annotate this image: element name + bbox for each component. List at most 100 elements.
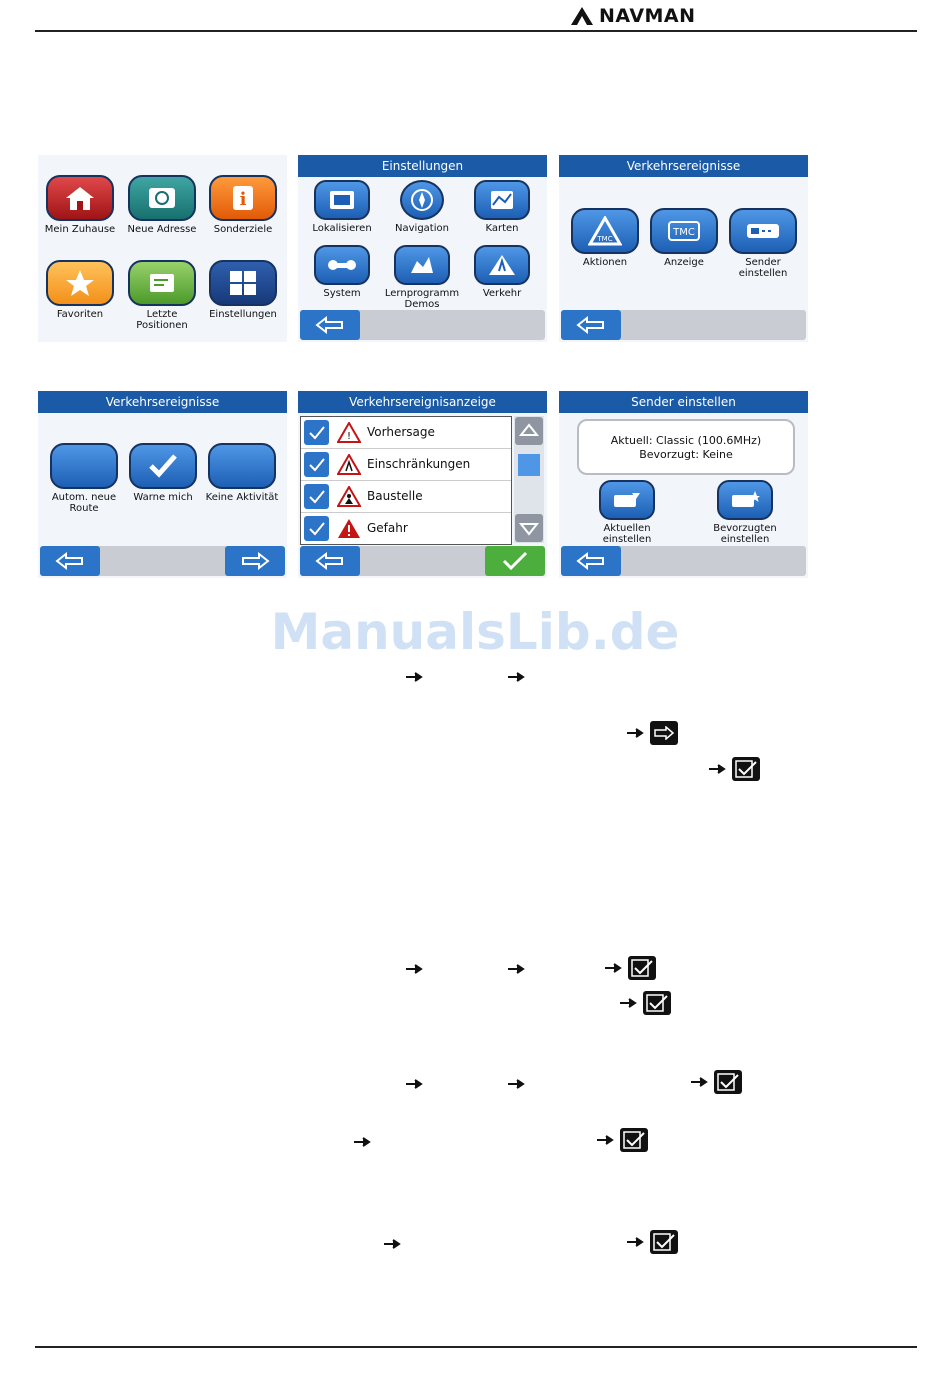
back-button[interactable] <box>40 546 100 576</box>
tile-label: Neue Adresse <box>127 224 197 235</box>
demo-icon <box>394 245 450 285</box>
confirm-instruction <box>596 1128 648 1152</box>
screen-title: Verkehrsereignisse <box>559 155 808 177</box>
watermark: ManualsLib.de <box>270 603 680 661</box>
tile-verkehr[interactable]: Verkehr <box>462 245 542 299</box>
back-button[interactable] <box>300 310 360 340</box>
tile-aktionen[interactable]: TMC Aktionen <box>565 208 645 268</box>
no-action-button-icon <box>208 443 276 489</box>
tile-sender-einstellen[interactable]: Sender einstellen <box>723 208 803 279</box>
checkbox[interactable] <box>304 452 329 477</box>
compass-icon <box>400 180 444 220</box>
tile-label: Einstellungen <box>209 309 277 320</box>
back-button[interactable] <box>300 546 360 576</box>
tile-bevorzugten-einstellen[interactable]: Bevorzugten einstellen <box>705 480 785 545</box>
arrow-icon <box>508 1079 525 1089</box>
tile-label: Aktionen <box>582 257 628 268</box>
scroll-thumb[interactable] <box>518 454 540 476</box>
screen-verkehrsereignisse-1: Verkehrsereignisse TMC Aktionen TMC Anze… <box>559 155 808 342</box>
tile-lokalisieren[interactable]: Lokalisieren <box>302 180 382 234</box>
back-button[interactable] <box>561 310 621 340</box>
screen-verkehrsereignisanzeige: Verkehrsereignisanzeige ! Vorhersage Ein… <box>298 391 547 578</box>
check-box-icon <box>714 1070 742 1094</box>
localize-icon <box>314 180 370 220</box>
ok-button[interactable] <box>485 546 545 576</box>
tile-autom-neue-route[interactable]: Autom. neue Route <box>44 443 124 514</box>
reroute-button-icon <box>50 443 118 489</box>
check-box-icon <box>650 1230 678 1254</box>
header-rule <box>35 30 917 32</box>
back-arrow-icon <box>576 316 604 334</box>
tile-system[interactable]: System <box>302 245 382 299</box>
row-label: Einschränkungen <box>367 457 471 471</box>
tile-mein-zuhause[interactable]: Mein Zuhause <box>40 175 120 235</box>
tile-aktuellen-einstellen[interactable]: Aktuellen einstellen <box>587 480 667 545</box>
screen-title: Verkehrsereignisanzeige <box>298 391 547 413</box>
brand-logo: NAVMAN <box>570 5 696 27</box>
tile-einstellungen[interactable]: Einstellungen <box>203 260 283 320</box>
tile-karten[interactable]: Karten <box>462 180 542 234</box>
set-current-station-icon <box>599 480 655 520</box>
tile-sonderziele[interactable]: i Sonderziele <box>203 175 283 235</box>
checkbox[interactable] <box>304 516 329 541</box>
tile-favoriten[interactable]: Favoriten <box>40 260 120 320</box>
back-arrow-icon <box>576 552 604 570</box>
danger-warning-icon <box>338 519 360 538</box>
station-info-box: Aktuell: Classic (100.6MHz) Bevorzugt: K… <box>577 419 795 475</box>
check-box-icon <box>620 1128 648 1152</box>
tile-label: Anzeige <box>664 257 704 268</box>
arrow-icon <box>691 1077 708 1087</box>
traffic-icon <box>474 245 530 285</box>
tile-lernprogramm[interactable]: Lernprogramm Demos <box>382 245 462 310</box>
row-label: Vorhersage <box>367 425 435 439</box>
tile-label: Warne mich <box>133 492 193 503</box>
screen-main-menu: Mein Zuhause Neue Adresse i Sonderziele … <box>38 155 287 342</box>
check-box-icon <box>628 956 656 980</box>
scroll-down-icon[interactable] <box>514 513 544 543</box>
next-button[interactable] <box>225 546 285 576</box>
brand-name: NAVMAN <box>599 5 696 27</box>
arrow-icon <box>508 964 525 974</box>
screen-title: Einstellungen <box>298 155 547 177</box>
tile-neue-adresse[interactable]: Neue Adresse <box>122 175 202 235</box>
confirm-instruction <box>708 757 760 781</box>
back-arrow-icon <box>315 316 343 334</box>
address-icon <box>128 175 196 221</box>
check-icon <box>129 443 197 489</box>
list-item[interactable]: Baustelle <box>301 481 511 513</box>
tile-keine-aktivitaet[interactable]: Keine Aktivität <box>202 443 282 503</box>
settings-grid-icon <box>209 260 277 306</box>
tile-label: Favoriten <box>56 309 104 320</box>
scrollbar[interactable] <box>514 416 544 543</box>
arrow-icon <box>406 672 423 682</box>
tile-anzeige[interactable]: TMC Anzeige <box>644 208 724 268</box>
checkbox[interactable] <box>304 420 329 445</box>
scroll-up-icon[interactable] <box>514 416 544 446</box>
recent-positions-icon <box>128 260 196 306</box>
confirm-instruction <box>626 1230 678 1254</box>
list-item[interactable]: Einschränkungen <box>301 449 511 481</box>
map-icon <box>474 180 530 220</box>
back-button[interactable] <box>561 546 621 576</box>
check-box-icon <box>732 757 760 781</box>
list-item[interactable]: ! Vorhersage <box>301 417 511 449</box>
list-item[interactable]: Gefahr <box>301 513 511 544</box>
roadworks-warning-icon <box>337 486 361 507</box>
checkbox[interactable] <box>304 484 329 509</box>
radio-tuner-icon <box>729 208 797 254</box>
footer-rule <box>35 1346 917 1348</box>
svg-text:i: i <box>240 189 247 210</box>
home-icon <box>46 175 114 221</box>
wrench-icon <box>314 245 370 285</box>
arrow-icon <box>620 998 637 1008</box>
tile-label: Bevorzugten einstellen <box>713 523 777 545</box>
preferred-station-text: Bevorzugt: Keine <box>639 448 733 461</box>
back-arrow-icon <box>55 552 83 570</box>
tile-navigation[interactable]: Navigation <box>382 180 462 234</box>
back-arrow-icon <box>315 552 343 570</box>
tile-label: Sonderziele <box>213 224 273 235</box>
confirm-instruction <box>690 1070 742 1094</box>
tile-letzte-positionen[interactable]: Letzte Positionen <box>122 260 202 331</box>
tile-label: Keine Aktivität <box>205 492 279 503</box>
tile-warne-mich[interactable]: Warne mich <box>123 443 203 503</box>
